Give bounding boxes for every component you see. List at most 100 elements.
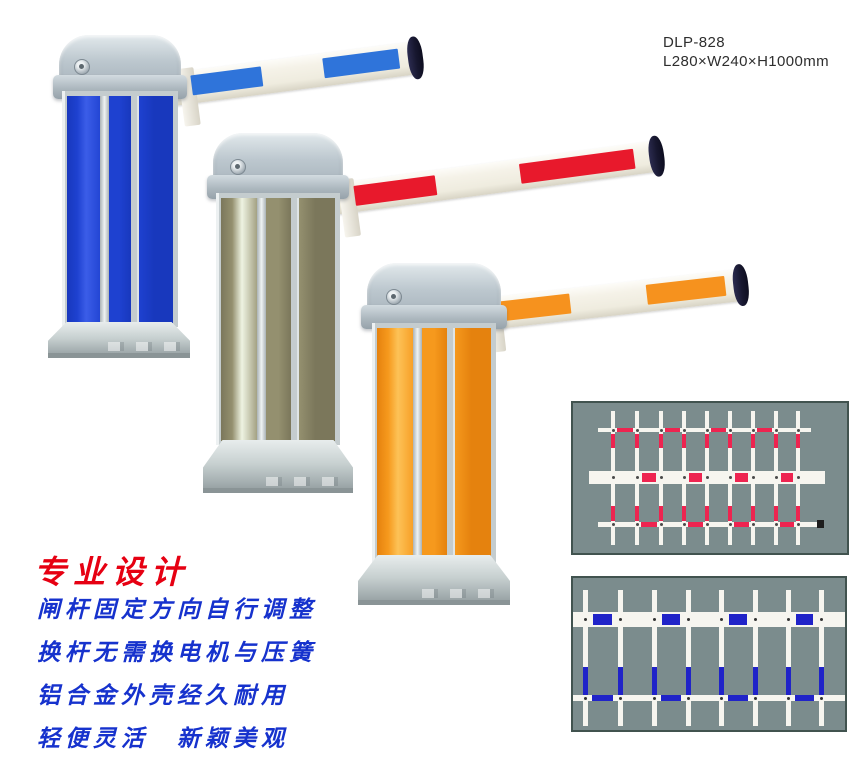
feature-item: 轻便灵活 新颖美观 [37, 725, 289, 751]
fence-bar [728, 428, 732, 432]
fence-bar [689, 473, 702, 482]
fence-bar [686, 618, 690, 621]
fence-bar [728, 506, 732, 521]
fence-bar [651, 667, 657, 695]
product-info: DLP-828 L280×W240×H1000mm [663, 33, 829, 71]
fence-bar [682, 476, 686, 479]
fence-bar [642, 473, 656, 482]
post-front-panel [377, 328, 447, 559]
fence-bar [751, 428, 755, 432]
fence-bar [751, 506, 755, 521]
fence-bar [611, 476, 615, 479]
product-model: DLP-828 [663, 34, 726, 51]
fence-bar [662, 614, 680, 625]
fence-bar [682, 523, 686, 526]
fence-bar [592, 695, 613, 701]
fence-bar [795, 695, 814, 701]
fence-bar [598, 522, 819, 527]
gate-post-blue [48, 35, 190, 358]
fence-bar [635, 506, 639, 521]
fence-bar [757, 428, 772, 432]
fence-bar [796, 523, 800, 526]
fence-bar [718, 667, 724, 695]
barrier-gate-champagne [203, 133, 667, 493]
fence-bar [598, 428, 811, 432]
keyhole-icon [386, 289, 402, 305]
fence-bar [582, 590, 588, 726]
fence-bar [719, 618, 723, 621]
fence-bar [611, 523, 615, 526]
fence-bar [785, 590, 791, 726]
fence-bar [729, 614, 747, 625]
fence-bar [593, 614, 612, 625]
fence-bar [635, 476, 639, 479]
fence-bar [685, 590, 691, 726]
fence-bar [718, 590, 724, 726]
fence-bar [611, 506, 615, 521]
fence-bar [659, 428, 663, 432]
fence-bar [711, 428, 726, 432]
feature-list: 闸杆固定方向自行调整 换杆无需换电机与压簧 铝合金外壳经久耐用 轻便灵活 新颖美… [37, 588, 317, 760]
fence-bar [752, 667, 758, 695]
fence-bar [796, 476, 800, 479]
fence-barrier-blue-image [571, 576, 847, 732]
post-base [358, 555, 510, 605]
fence-bar [774, 506, 778, 521]
fence-bar [751, 523, 755, 526]
fence-bar [635, 428, 639, 432]
post-side-panel [453, 328, 491, 559]
fence-bar [582, 667, 588, 695]
fence-bar [705, 428, 709, 432]
fence-bar [796, 434, 800, 448]
fence-bar [665, 428, 680, 432]
fence-bar [781, 473, 793, 482]
fence-bar [796, 428, 800, 432]
fence-bar [796, 506, 800, 521]
fence-bar [774, 523, 778, 526]
post-body [62, 91, 178, 327]
fence-canvas [573, 578, 845, 730]
fence-bar [705, 523, 709, 526]
fence-bar [705, 476, 709, 479]
headline-title: 专业设计 [34, 554, 191, 590]
fence-bar [618, 696, 622, 700]
post-front-panel [67, 96, 131, 323]
fence-bar [651, 590, 657, 726]
fence-bar [682, 434, 686, 448]
fence-bar [817, 520, 824, 528]
fence-bar [774, 434, 778, 448]
post-base [48, 322, 190, 358]
fence-bar [618, 618, 622, 621]
post-side-panel [297, 198, 335, 441]
gate-arm-orange [476, 263, 751, 353]
fence-bar [611, 428, 615, 432]
fence-bar [796, 614, 813, 625]
product-dimensions: L280×W240×H1000mm [663, 53, 830, 70]
fence-bar [753, 618, 757, 621]
fence-barrier-red-image [571, 401, 849, 555]
fence-bar [786, 696, 790, 700]
fence-bar [774, 428, 778, 432]
fence-bar [617, 667, 623, 695]
fence-bar [573, 612, 845, 627]
post-base [203, 440, 353, 493]
fence-bar [659, 434, 663, 448]
fence-bar [751, 434, 755, 448]
fence-bar [635, 523, 639, 526]
fence-bar [753, 696, 757, 700]
fence-bar [819, 618, 823, 621]
fence-bar [786, 618, 790, 621]
fence-bar [682, 506, 686, 521]
fence-bar [728, 695, 748, 701]
fence-bar [728, 434, 732, 448]
fence-bar [641, 522, 657, 527]
fence-bar [617, 590, 623, 726]
fence-bar [659, 523, 663, 526]
fence-bar [735, 473, 748, 482]
post-body [216, 193, 340, 445]
fence-bar [818, 590, 824, 726]
gate-post-orange [358, 263, 510, 605]
fence-bar [661, 695, 681, 701]
fence-bar [819, 696, 823, 700]
fence-bar [688, 522, 703, 527]
